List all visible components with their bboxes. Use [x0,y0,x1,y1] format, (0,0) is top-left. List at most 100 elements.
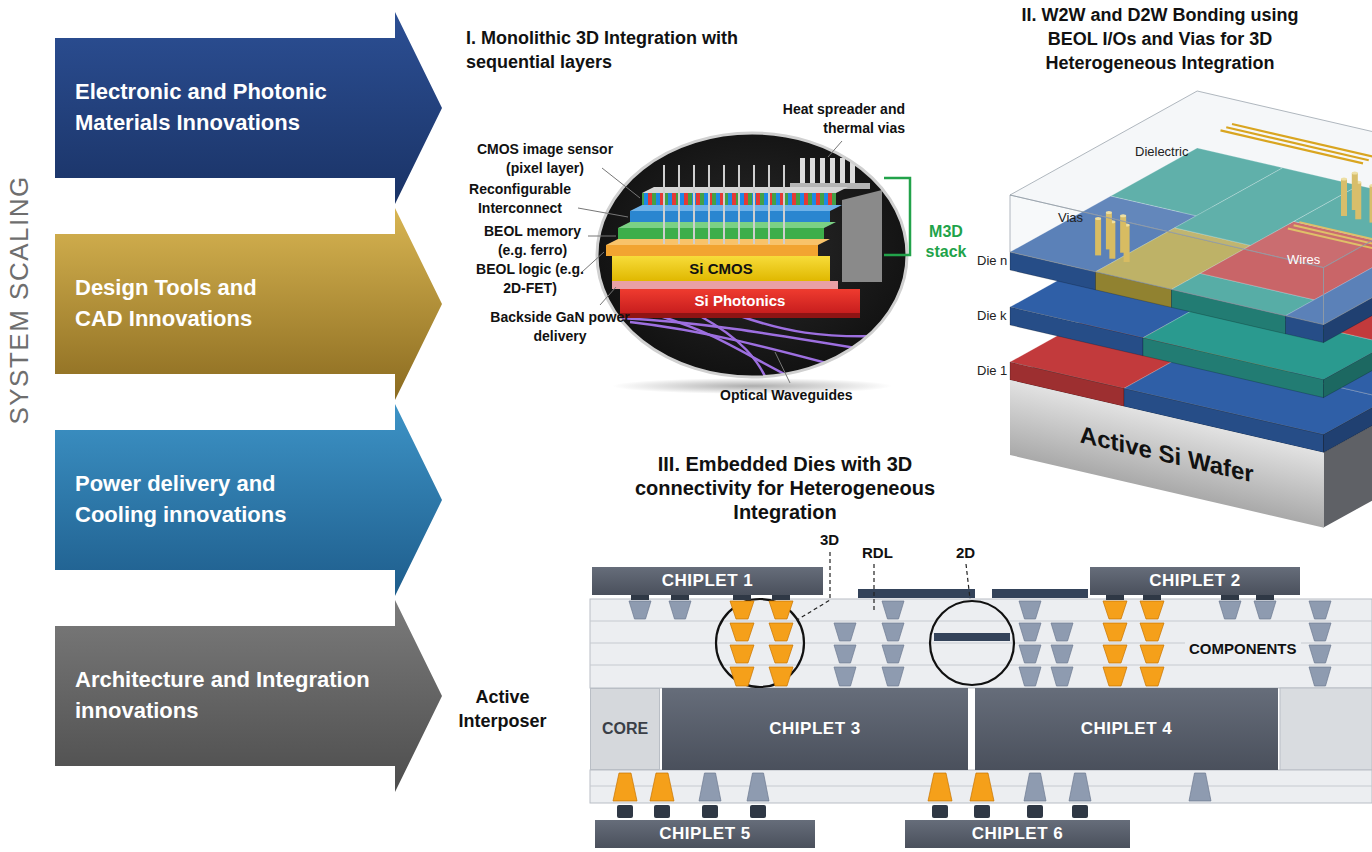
via-3d [769,623,793,641]
panel-title: I. Monolithic 3D Integration with sequen… [466,26,786,74]
part-label: Optical Waveguides [720,387,853,403]
via-2d [1051,645,1073,663]
via-2d [1019,645,1041,663]
part-label: Dielectric [1135,145,1188,160]
via-3d [1103,645,1127,663]
node-text: CHIPLET 5 [659,824,750,844]
interposer-vias [613,595,1331,818]
bump [631,595,649,600]
via-2d [1309,645,1331,663]
illustration-part [678,165,680,244]
illustration-part [660,316,800,382]
via-3d [1140,645,1164,663]
via-3d [1140,667,1164,686]
via-2d [834,623,856,641]
illustration-part [618,222,836,228]
illustration-part [606,245,818,256]
arrow-shape [55,12,442,204]
chiplet-box: CHIPLET 6 [905,820,1130,848]
innovation-arrow: Electronic and Photonic Materials Innova… [55,12,442,204]
bump [932,805,948,818]
via-3d [1103,623,1127,641]
illustration-part [590,621,1372,622]
illustration-part [642,187,848,193]
via-2d [882,667,904,686]
bump [654,805,670,818]
via-2d [834,667,856,686]
bump [1256,595,1274,600]
illustration-part [783,165,785,244]
via-3d [970,773,994,801]
illustration-part [612,281,838,289]
axis-title: SYSTEM SCALING [5,150,35,450]
illustration-part [590,665,1372,666]
dielectric-top [1010,91,1372,268]
via-2d [1024,773,1046,801]
via-3d [769,645,793,663]
node-text: Power delivery and Cooling innovations [75,469,320,531]
node-text: Electronic and Photonic Materials Innova… [75,77,375,139]
interposer-illustration [590,552,1372,803]
illustration-part [693,165,695,244]
illustration-part [810,158,815,183]
arrow-shape-fill [55,600,442,792]
illustration-part [620,313,860,318]
bracket-label: M3D stack [918,222,974,262]
via-2d [882,601,904,619]
via-2d [1309,667,1331,686]
arrow-shape-fill [55,404,442,596]
illustration-part [588,236,616,237]
core-box: CORE [590,688,660,770]
chiplet-box: CHIPLET 5 [595,820,815,848]
illustration-part [992,589,1088,598]
via-3d [650,773,674,801]
layer-label: Die n [977,254,1007,269]
bump [1027,805,1043,818]
illustration-part [602,168,640,198]
illustration-part [708,165,710,244]
bump [671,595,689,600]
part-label: Backside GaN power delivery [490,308,630,346]
chiplet-box: CHIPLET 1 [592,567,823,595]
illustration-part [842,190,882,282]
via-3d [1140,601,1164,619]
illustration-part [590,130,920,390]
chiplet-box: CHIPLET 2 [1090,567,1300,595]
via-2d [1189,773,1211,801]
layer-label: Die 1 [977,364,1007,379]
illustration-part [840,158,845,183]
illustration-part [934,633,1010,641]
illustration-part [966,564,970,599]
arrow-shape [55,404,442,596]
via-2d [1254,601,1276,619]
layer-slab: Si Photonics [620,289,860,313]
arrow-shape [55,600,442,792]
bump [1143,595,1161,600]
node-text: CHIPLET 4 [1081,719,1172,739]
part-label: BEOL logic (e.g. 2D-FET) [470,260,590,298]
illustration-part [590,130,920,390]
via-3d [730,623,754,641]
illustration-part [820,158,825,183]
illustration-part [723,165,725,244]
illustration-part [830,158,835,183]
node-text: CHIPLET 6 [972,824,1063,844]
via-2d [882,645,904,663]
node-text: Design Tools and CAD Innovations [75,273,285,335]
via-3d [769,667,793,686]
node-text: Si CMOS [689,260,752,277]
via-2d [1019,667,1041,686]
die-block-side [1324,344,1372,398]
via-2d [747,773,769,801]
m3d-illustration [578,130,920,394]
via-3d [613,773,637,801]
bump [974,805,990,818]
bump [750,805,766,818]
bump [733,595,751,600]
innovation-arrow: Architecture and Integration innovations [55,600,442,792]
part-label: Wires [1287,253,1320,268]
illustration-part [606,239,830,245]
via-3d [730,601,754,619]
panel-title: III. Embedded Dies with 3D connectivity … [605,452,965,524]
